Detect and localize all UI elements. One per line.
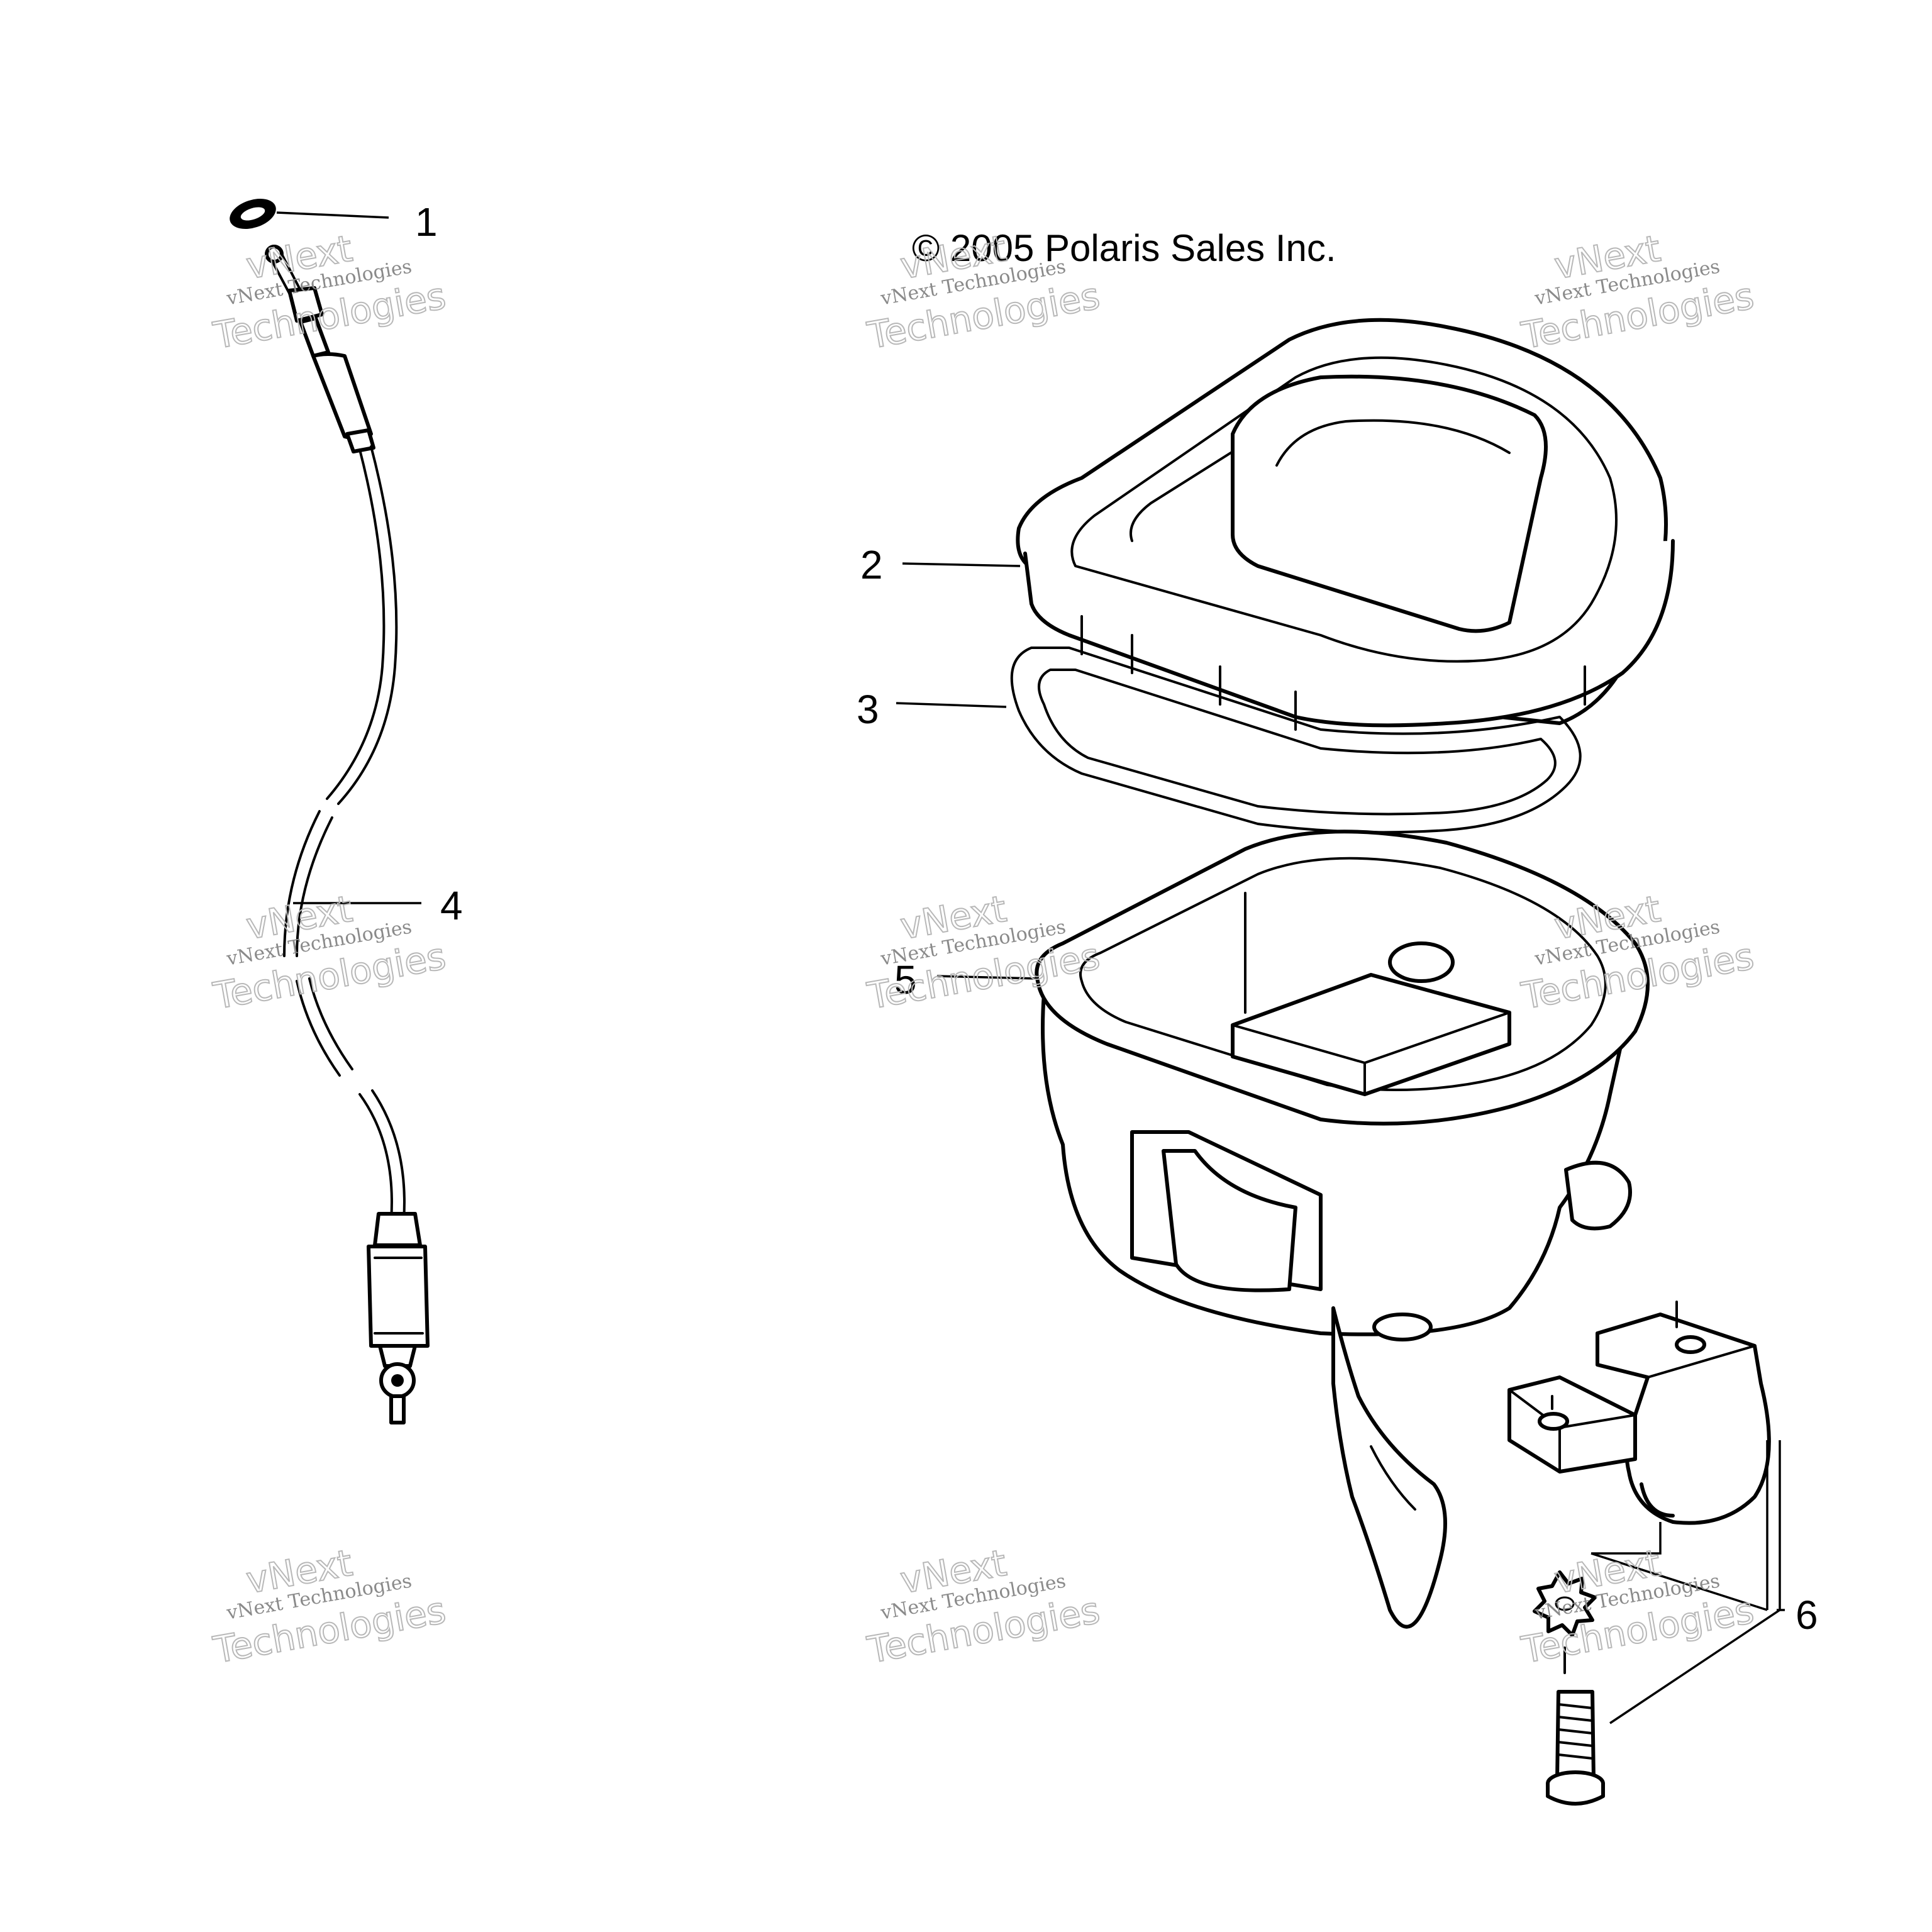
- watermark: vNext vNext Technologies Technologies: [209, 887, 450, 1018]
- watermark: vNext vNext Technologies Technologies: [863, 1541, 1104, 1672]
- part-1-grommet: [230, 199, 276, 229]
- part-6-clamp-hardware: [1507, 1301, 1771, 1806]
- watermark: vNext vNext Technologies Technologies: [209, 1541, 450, 1672]
- watermark: vNext vNext Technologies Technologies: [1518, 226, 1758, 358]
- callout-2: 2: [860, 542, 883, 587]
- callout-4: 4: [440, 883, 463, 928]
- part-3-gasket: [1010, 647, 1582, 834]
- callout-1: 1: [415, 199, 438, 245]
- copyright-notice: © 2005 Polaris Sales Inc.: [912, 227, 1336, 269]
- leader-lines: [276, 211, 1785, 1724]
- part-4-cable: [265, 245, 430, 1424]
- part-2-cover: [1016, 318, 1675, 731]
- callout-5: 5: [894, 957, 917, 1002]
- callout-6: 6: [1796, 1592, 1818, 1638]
- callout-3: 3: [857, 687, 879, 732]
- watermark: vNext vNext Technologies Technologies: [209, 226, 450, 358]
- part-5-housing: [1035, 830, 1650, 1629]
